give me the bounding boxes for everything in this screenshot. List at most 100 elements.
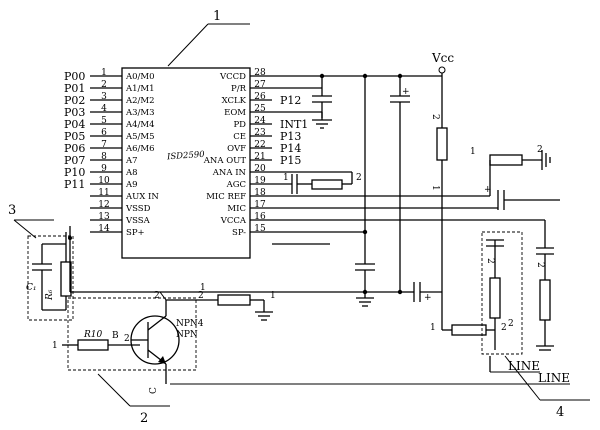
r10-label: R10	[83, 330, 103, 340]
left-pin-name-14: SP+	[126, 228, 145, 238]
right-pin-name-22: OVF	[227, 144, 246, 154]
left-pin-name-13: VSSA	[125, 216, 151, 226]
left-pin-num-12: 12	[98, 200, 109, 210]
port-label-4: P03	[64, 106, 85, 119]
left-pin-num-4: 4	[101, 104, 107, 114]
vcc-label: Vcc	[431, 51, 454, 65]
callout-2-line	[97, 373, 131, 407]
right-pin-name-26: XCLK	[222, 96, 247, 106]
left-pin-name-11: AUX IN	[125, 192, 159, 202]
vcc-terminal	[438, 66, 446, 74]
transistor-label-1: NPN4	[176, 319, 204, 329]
ana-n1: 1	[283, 173, 289, 183]
callout-3-line	[13, 219, 37, 239]
left-pin-num-6: 6	[101, 128, 107, 138]
left-pin-name-5: A4/M4	[125, 120, 155, 130]
left-pin-num-7: 7	[101, 140, 107, 150]
res-m4-n2: 2	[501, 323, 507, 333]
ext-label-23: P13	[280, 130, 301, 143]
left-pin-num-14: 14	[98, 224, 110, 234]
right-pin-name-19: AGC	[226, 180, 246, 190]
right-pin-num-26: 26	[254, 92, 266, 102]
resistor-vcc-n2: 2	[430, 114, 440, 120]
port-label-6: P05	[64, 130, 85, 143]
res-ana	[311, 179, 343, 190]
c1-label: C₁	[26, 283, 37, 293]
ext-label-22: P14	[280, 142, 301, 155]
right-pin-num-27: 27	[254, 80, 266, 90]
right-pin-name-25: EOM	[224, 108, 246, 118]
right-pin-name-23: CE	[233, 132, 246, 142]
right-pin-num-15: 15	[254, 224, 266, 234]
right-pin-num-23: 23	[254, 128, 266, 138]
transistor-label-2: NPN	[176, 330, 198, 340]
chip-name: ISD2590	[166, 150, 206, 163]
left-pin-num-8: 8	[101, 152, 107, 162]
m4-top-n2: 2	[508, 319, 514, 329]
r10-left-n1: 1	[52, 341, 58, 351]
right-pin-name-27: P/R	[231, 84, 247, 94]
chip-body	[121, 67, 251, 259]
left-pin-num-2: 2	[101, 80, 107, 90]
left-pin-name-2: A1/M1	[125, 84, 155, 94]
callout-3-label: 3	[8, 203, 16, 218]
left-pin-num-5: 5	[101, 116, 107, 126]
res-r10	[77, 339, 109, 351]
ext-label-21: P15	[280, 154, 301, 167]
right-pin-name-24: PD	[233, 120, 246, 130]
ecap-400-plus: +	[402, 87, 410, 97]
right-pin-num-20: 20	[254, 164, 266, 174]
agc-n2: 2	[537, 145, 543, 155]
left-pin-name-3: A2/M2	[125, 96, 155, 106]
right-pin-name-17: MIC	[227, 204, 246, 214]
transistor-collector	[147, 315, 167, 331]
transistor-arrow	[158, 356, 166, 364]
port-label-5: P04	[64, 118, 85, 131]
line-label-2: LINE	[538, 371, 570, 385]
r10-right-n2: 2	[124, 334, 130, 344]
right-b-n2: 2	[535, 262, 545, 268]
left-pin-num-3: 3	[101, 92, 107, 102]
left-pin-num-10: 10	[98, 176, 110, 186]
right-pin-num-17: 17	[254, 200, 266, 210]
right-pin-num-19: 19	[254, 176, 266, 186]
line-label-1: LINE	[508, 359, 540, 373]
right-pin-num-25: 25	[254, 104, 266, 114]
base-label: B	[112, 331, 119, 341]
callout-1-label: 1	[213, 9, 221, 24]
ext-label-24: INT1	[280, 118, 308, 131]
res-m4	[451, 324, 487, 336]
callout-2-label: 2	[140, 411, 148, 426]
left-pin-num-13: 13	[98, 212, 110, 222]
bus-n2: 2	[154, 291, 160, 301]
left-pin-name-1: A0/M0	[125, 72, 155, 82]
callout-4-label: 4	[556, 405, 564, 420]
module-4-line	[504, 355, 541, 401]
left-pin-name-9: A8	[125, 168, 138, 178]
res-right-b	[539, 279, 551, 321]
res-tr-n1: 1	[270, 291, 276, 301]
module-4-box	[481, 231, 523, 355]
ana-n2: 2	[356, 173, 362, 183]
right-pin-name-28: VCCD	[219, 72, 246, 82]
right-pin-num-22: 22	[254, 140, 265, 150]
res-right-a	[489, 277, 501, 319]
right-a-n2: 2	[485, 258, 495, 264]
r6-label: R₆	[45, 289, 55, 301]
ext-label-26: P12	[280, 94, 301, 107]
port-label-8: P07	[64, 154, 85, 167]
res-tr	[217, 294, 251, 306]
right-pin-num-21: 21	[254, 152, 265, 162]
agc-n1: 1	[470, 147, 476, 157]
left-pin-num-1: 1	[101, 68, 107, 78]
bus-n1: 1	[200, 283, 206, 293]
resistor-vcc	[436, 127, 448, 161]
res-m4-n1: 1	[430, 323, 436, 333]
left-pin-name-7: A6/M6	[125, 144, 155, 154]
left-pin-name-8: A7	[125, 156, 138, 166]
module-3-box	[27, 235, 74, 321]
ecap-low-plus: +	[424, 293, 432, 303]
res-agc	[489, 154, 523, 166]
